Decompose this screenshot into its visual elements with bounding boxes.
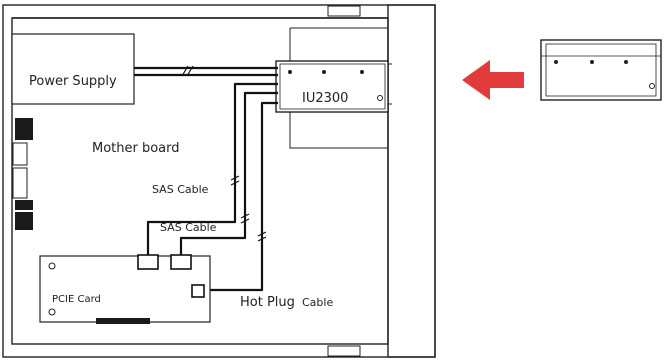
pcie-card-label: PCIE Card [52,294,101,305]
rear-io-ports [12,118,33,230]
cables [134,66,278,292]
mother-board-label: Mother board [92,141,180,156]
power-supply-box: Power Supply [11,33,135,105]
chassis-tab-bottom [327,345,361,357]
sas-cable-2-label: SAS Cable [160,221,217,234]
cable-break-marks [181,65,267,242]
sas-cable-2 [179,91,278,255]
server-chassis [2,4,436,358]
sas-cable-1 [146,82,278,255]
iu2300-label: IU2300 [302,91,348,106]
sas-connectors [137,254,205,298]
power-supply-label: Power Supply [29,74,117,89]
chassis-tab-top [327,5,361,17]
insert-arrow [462,60,524,100]
hot-plug-label: Hot Plug [240,295,295,310]
iu2300-unit: IU2300 [275,60,392,113]
sas-cable-1-label: SAS Cable [152,183,209,196]
hot-plug-cable [204,101,278,292]
iu2300-standalone [540,39,662,101]
hot-plug-cable-label: Cable [302,296,333,309]
